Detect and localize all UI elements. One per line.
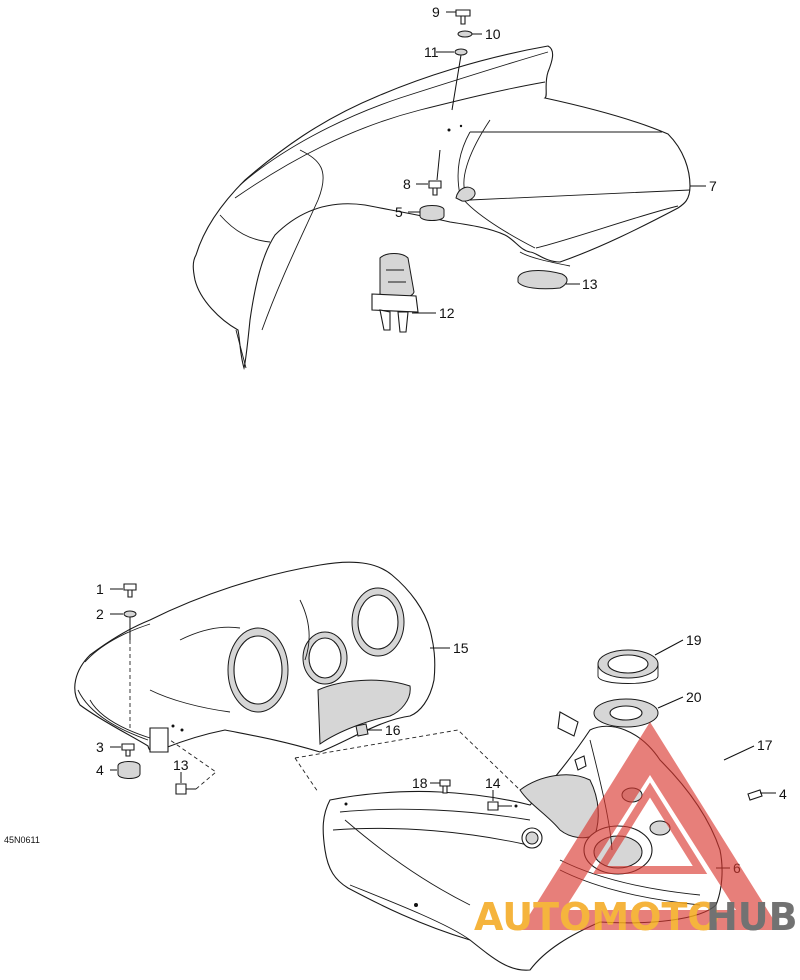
panel-callouts: 18 14 19 20 17 4 6 xyxy=(412,632,787,876)
screw-16 xyxy=(439,779,451,794)
gasket-18 xyxy=(593,698,659,728)
part-11 xyxy=(517,270,568,290)
callout-14: 16 xyxy=(385,722,401,738)
watermark-text-a: AUTOMOTO xyxy=(474,895,720,939)
callout-6: 8 xyxy=(403,176,411,192)
nut-14 xyxy=(355,723,369,737)
washer-2 xyxy=(123,610,137,618)
callout-20: 4 xyxy=(779,786,787,802)
diagram-code: 45N0611 xyxy=(4,835,40,845)
callout-7: 9 xyxy=(432,4,440,20)
grommet-4-bottom xyxy=(117,761,141,779)
washer-8 xyxy=(457,30,473,38)
console-assembly xyxy=(74,561,436,753)
top-callouts: 9 10 11 8 5 7 12 13 xyxy=(395,4,717,321)
callout-4-top: 5 xyxy=(395,204,403,220)
screw-3 xyxy=(121,743,135,757)
screw-20 xyxy=(747,789,776,801)
callout-3: 3 xyxy=(96,739,104,755)
watermark-text-b: HUB xyxy=(706,895,798,939)
callout-4-bottom: 4 xyxy=(96,762,104,778)
screw-1 xyxy=(123,583,137,598)
screw-6 xyxy=(428,180,442,196)
callout-11: 13 xyxy=(582,276,598,292)
callout-18: 20 xyxy=(686,689,702,705)
callout-13-right: 14 xyxy=(485,775,501,791)
part-10 xyxy=(371,253,419,333)
callout-12: 15 xyxy=(453,640,469,656)
watermark-triangle xyxy=(520,722,780,930)
windshield-band xyxy=(239,51,549,186)
washer-9 xyxy=(454,48,468,56)
console-callouts: 1 2 3 4 13 15 16 xyxy=(96,581,469,783)
callout-8: 10 xyxy=(485,26,501,42)
callout-5: 7 xyxy=(709,178,717,194)
callout-9: 11 xyxy=(424,44,439,60)
watermark-logo: AUTOMOTO HUB xyxy=(474,722,798,939)
callout-10: 12 xyxy=(439,305,455,321)
callout-16: 18 xyxy=(412,775,428,791)
callout-13-left: 13 xyxy=(173,757,189,773)
callout-1: 1 xyxy=(96,581,104,597)
grommet-4-top xyxy=(419,205,445,221)
screw-7 xyxy=(455,9,471,25)
screw-13-left xyxy=(175,783,196,795)
callout-17: 19 xyxy=(686,632,702,648)
callout-2: 2 xyxy=(96,606,104,622)
callout-19: 17 xyxy=(757,737,773,753)
ring-nut-17 xyxy=(597,649,659,684)
screw-13-right xyxy=(487,801,518,811)
